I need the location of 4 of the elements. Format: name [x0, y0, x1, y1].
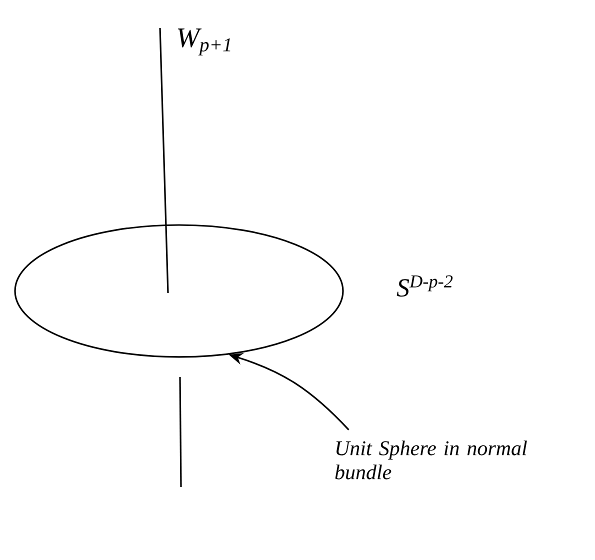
note-text: Unit Sphere in normal bundle: [335, 440, 527, 480]
sphere-ellipse: [14, 224, 344, 358]
line-label: W$_{p+1}$: [178, 28, 230, 56]
sphere-label: S$^{D-p-2}$: [396, 275, 453, 297]
